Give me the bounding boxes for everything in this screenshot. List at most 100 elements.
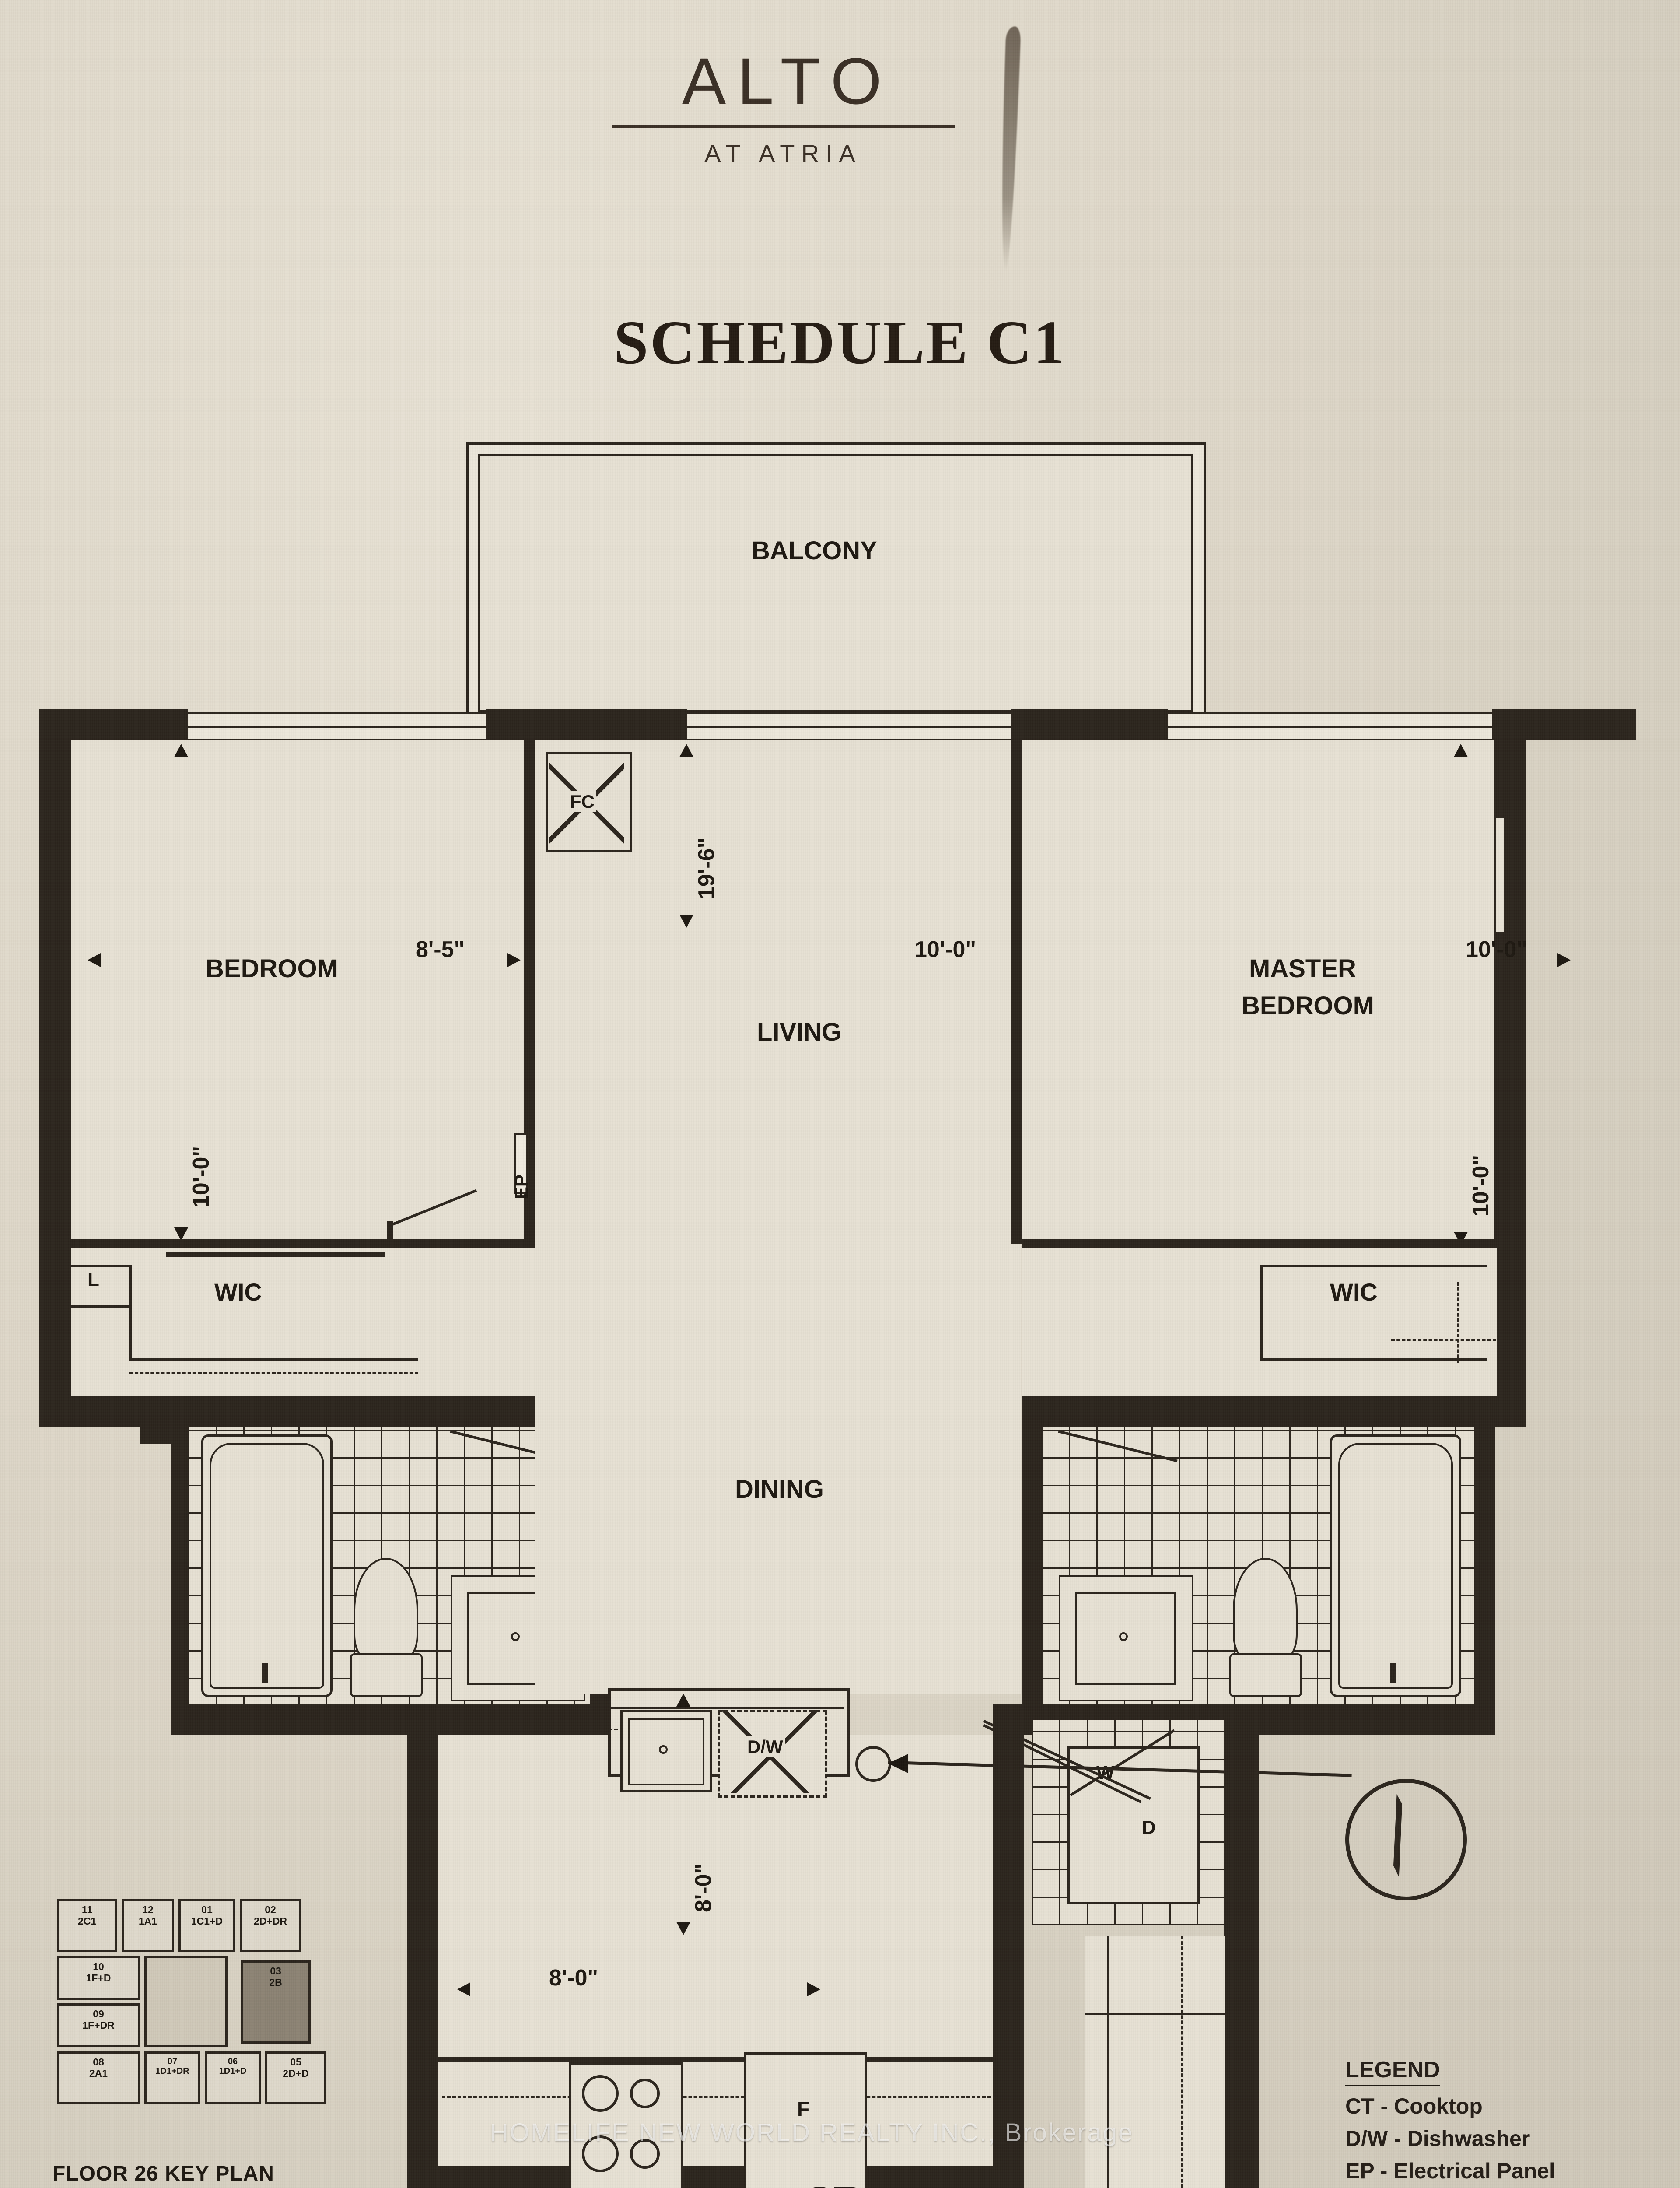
wall-bath-right-top xyxy=(1022,1396,1495,1427)
toilet-left xyxy=(354,1558,418,1662)
dim-bedroom-depth: 10'-0" xyxy=(189,1146,214,1208)
key-plan-caption: FLOOR 26 KEY PLAN xyxy=(52,2162,274,2185)
marker-fridge: F xyxy=(797,2097,810,2120)
key-plan-unit-05[interactable]: 05 2D+D xyxy=(265,2051,326,2104)
key-plan-unit-08[interactable]: 08 2A1 xyxy=(57,2051,140,2104)
bathtub-right xyxy=(1330,1434,1461,1697)
key-plan-unit-number: 12 xyxy=(142,1904,154,1915)
page-title: SCHEDULE C1 xyxy=(613,308,1067,377)
key-plan-unit-type: 1D1+D xyxy=(219,2066,247,2076)
window-master[interactable] xyxy=(1168,712,1492,740)
dim-kitchen-width: 8'-0" xyxy=(549,1965,598,1991)
key-plan-unit-01[interactable]: 01 1C1+D xyxy=(178,1899,235,1952)
key-plan-unit-11[interactable]: 11 2C1 xyxy=(57,1899,117,1952)
cooktop-callout-circle xyxy=(855,1746,891,1782)
wall-bath-left-outer xyxy=(140,1396,171,1444)
room-label-living: LIVING xyxy=(757,1018,842,1046)
room-bedroom xyxy=(71,740,556,1239)
window-bedroom[interactable] xyxy=(188,712,486,740)
brand-logo: ALTO AT ATRIA xyxy=(604,48,962,168)
wall-kitchen-bottom xyxy=(407,2166,1024,2188)
key-plan-unit-06[interactable]: 06 1D1+D xyxy=(205,2051,261,2104)
hall-line-2 xyxy=(1181,1936,1183,2188)
wic-right-wall-h xyxy=(1260,1358,1488,1361)
key-plan-unit-type: 2C1 xyxy=(77,1915,97,1927)
wall-top-mid-left xyxy=(486,709,687,740)
kitchen-counter-lower-edge xyxy=(438,2057,995,2062)
key-plan-unit-number: 09 xyxy=(93,2008,104,2020)
wall-master-bottom xyxy=(1022,1239,1497,1248)
wic-left-top-edge xyxy=(166,1252,385,1257)
wall-kitchen-left xyxy=(407,1704,438,2188)
brand-rule xyxy=(612,125,955,128)
brand-tagline: AT ATRIA xyxy=(704,140,862,167)
dim-arrow-kitchen-width-right xyxy=(807,1982,820,1996)
key-plan-unit-07[interactable]: 07 1D1+DR xyxy=(144,2051,200,2104)
bathtub-right-faucet xyxy=(1390,1663,1396,1683)
key-plan[interactable]: 11 2C1 12 1A1 01 1C1+D 02 2D+DR 10 1F+D … xyxy=(52,1895,341,2140)
key-plan-unit-number: 05 xyxy=(290,2056,301,2068)
dim-arrow-bedroom-depth-bottom xyxy=(174,1227,188,1241)
room-label-dining: DINING xyxy=(735,1475,824,1504)
marker-fan-coil: FC xyxy=(569,791,596,812)
room-wic-right xyxy=(1022,1248,1497,1406)
room-label-master-line2: BEDROOM xyxy=(1242,992,1374,1020)
room-wic-left xyxy=(71,1248,536,1406)
sink-drain-left xyxy=(511,1632,520,1641)
key-plan-unit-12[interactable]: 12 1A1 xyxy=(122,1899,174,1952)
key-plan-core xyxy=(144,1956,228,2047)
legend: LEGEND CT - Cooktop D/W - Dishwasher EP … xyxy=(1345,2057,1555,2188)
key-plan-unit-type: 1C1+D xyxy=(191,1915,223,1927)
room-label-bedroom: BEDROOM xyxy=(206,954,338,983)
legend-title: LEGEND xyxy=(1345,2057,1440,2086)
bathtub-left xyxy=(201,1434,332,1697)
key-plan-unit-type: 2D+DR xyxy=(253,1915,287,1927)
wall-bath-right-side xyxy=(1022,1427,1041,1707)
key-plan-unit-number: 08 xyxy=(93,2056,104,2068)
unit-code-label: 2B xyxy=(809,2175,865,2188)
key-plan-unit-number: 07 xyxy=(167,2057,178,2066)
hall-corridor xyxy=(1085,1936,1225,2188)
legend-item-dishwasher: D/W - Dishwasher xyxy=(1345,2126,1530,2151)
key-plan-unit-type: 2D+D xyxy=(283,2067,309,2079)
hall-line-3 xyxy=(1085,2013,1225,2015)
wic-left-wall-v xyxy=(130,1265,132,1361)
room-kitchen xyxy=(438,1735,1024,2188)
wic-right-wall-top xyxy=(1260,1265,1488,1267)
legend-item-electrical-panel: EP - Electrical Panel xyxy=(1345,2159,1555,2183)
room-label-wic-right: WIC xyxy=(1330,1278,1378,1306)
key-plan-unit-09[interactable]: 09 1F+DR xyxy=(57,2003,140,2047)
dim-living-depth: 19'-6" xyxy=(694,837,719,899)
room-master-bedroom xyxy=(1022,740,1494,1239)
wall-bath-left-side xyxy=(171,1427,189,1707)
kitchen-counter-edge xyxy=(611,1707,844,1709)
dim-arrow-master-depth-top xyxy=(1454,744,1468,757)
window-living[interactable] xyxy=(687,712,1011,740)
electrical-panel-box xyxy=(514,1133,528,1194)
kitchen-upper-cab-dashed xyxy=(486,1729,618,1730)
fridge-box xyxy=(744,2052,867,2188)
hall-line-1 xyxy=(1107,1936,1109,2188)
dim-arrow-living-depth-bottom xyxy=(679,915,693,928)
key-plan-unit-02[interactable]: 02 2D+DR xyxy=(240,1899,301,1952)
wic-right-shelf-dashed-h xyxy=(1391,1339,1496,1341)
wall-bath-left-top xyxy=(171,1396,608,1427)
key-plan-unit-type: 2B xyxy=(269,1976,282,1988)
brand-name: ALTO xyxy=(682,44,893,118)
dim-master-depth: 10'-0" xyxy=(1468,1154,1494,1217)
dim-arrow-kitchen-depth-top xyxy=(676,1694,690,1707)
north-arrow-icon xyxy=(1345,1779,1467,1900)
wall-bedroom-bottom xyxy=(71,1239,536,1248)
balcony-inner xyxy=(478,454,1194,712)
dim-arrow-kitchen-width-left xyxy=(457,1982,470,1996)
key-plan-unit-03-highlighted[interactable]: 03 2B xyxy=(241,1960,311,2044)
key-plan-unit-type: 1A1 xyxy=(138,1915,158,1927)
wall-living-right xyxy=(1011,740,1022,1244)
toilet-right xyxy=(1233,1558,1298,1662)
legend-item-cooktop: CT - Cooktop xyxy=(1345,2094,1483,2118)
sink-drain-right xyxy=(1119,1632,1128,1641)
key-plan-unit-10[interactable]: 10 1F+D xyxy=(57,1956,140,2000)
key-plan-unit-type: 1F+DR xyxy=(82,2019,115,2031)
dim-arrow-bedroom-depth-top xyxy=(174,744,188,757)
linen-shelf-top xyxy=(70,1265,131,1267)
